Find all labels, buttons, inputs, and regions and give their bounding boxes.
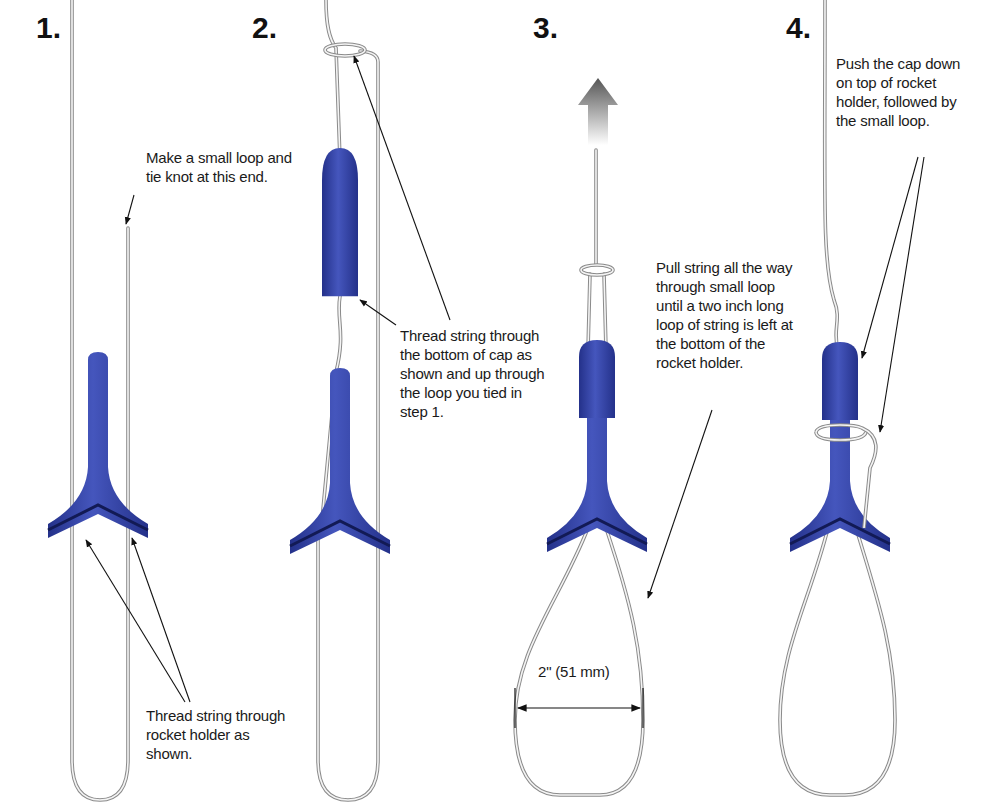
note: Thread string through rocket holder as s… (146, 706, 296, 763)
cap (579, 340, 615, 418)
dimension-label: 2" (51 mm) (536, 662, 612, 681)
rocket-holder (290, 368, 390, 554)
note: Make a small loop and tie knot at this e… (146, 148, 298, 186)
cap (822, 342, 858, 420)
step-number: 1. (36, 12, 61, 44)
dimension (515, 688, 643, 728)
rocket-holder (48, 352, 148, 538)
step-number: 3. (533, 12, 558, 44)
leader-lines (86, 56, 924, 702)
note: Push the cap down on top of rocket holde… (836, 54, 976, 130)
step-number: 2. (252, 12, 277, 44)
small-loops (325, 44, 876, 528)
strings (72, 0, 895, 800)
note: Thread string through the bottom of cap … (400, 326, 550, 421)
cap (322, 148, 358, 296)
pull-arrow (578, 78, 618, 145)
note: Pull string all the way through small lo… (656, 258, 796, 372)
step-number: 4. (786, 12, 811, 44)
